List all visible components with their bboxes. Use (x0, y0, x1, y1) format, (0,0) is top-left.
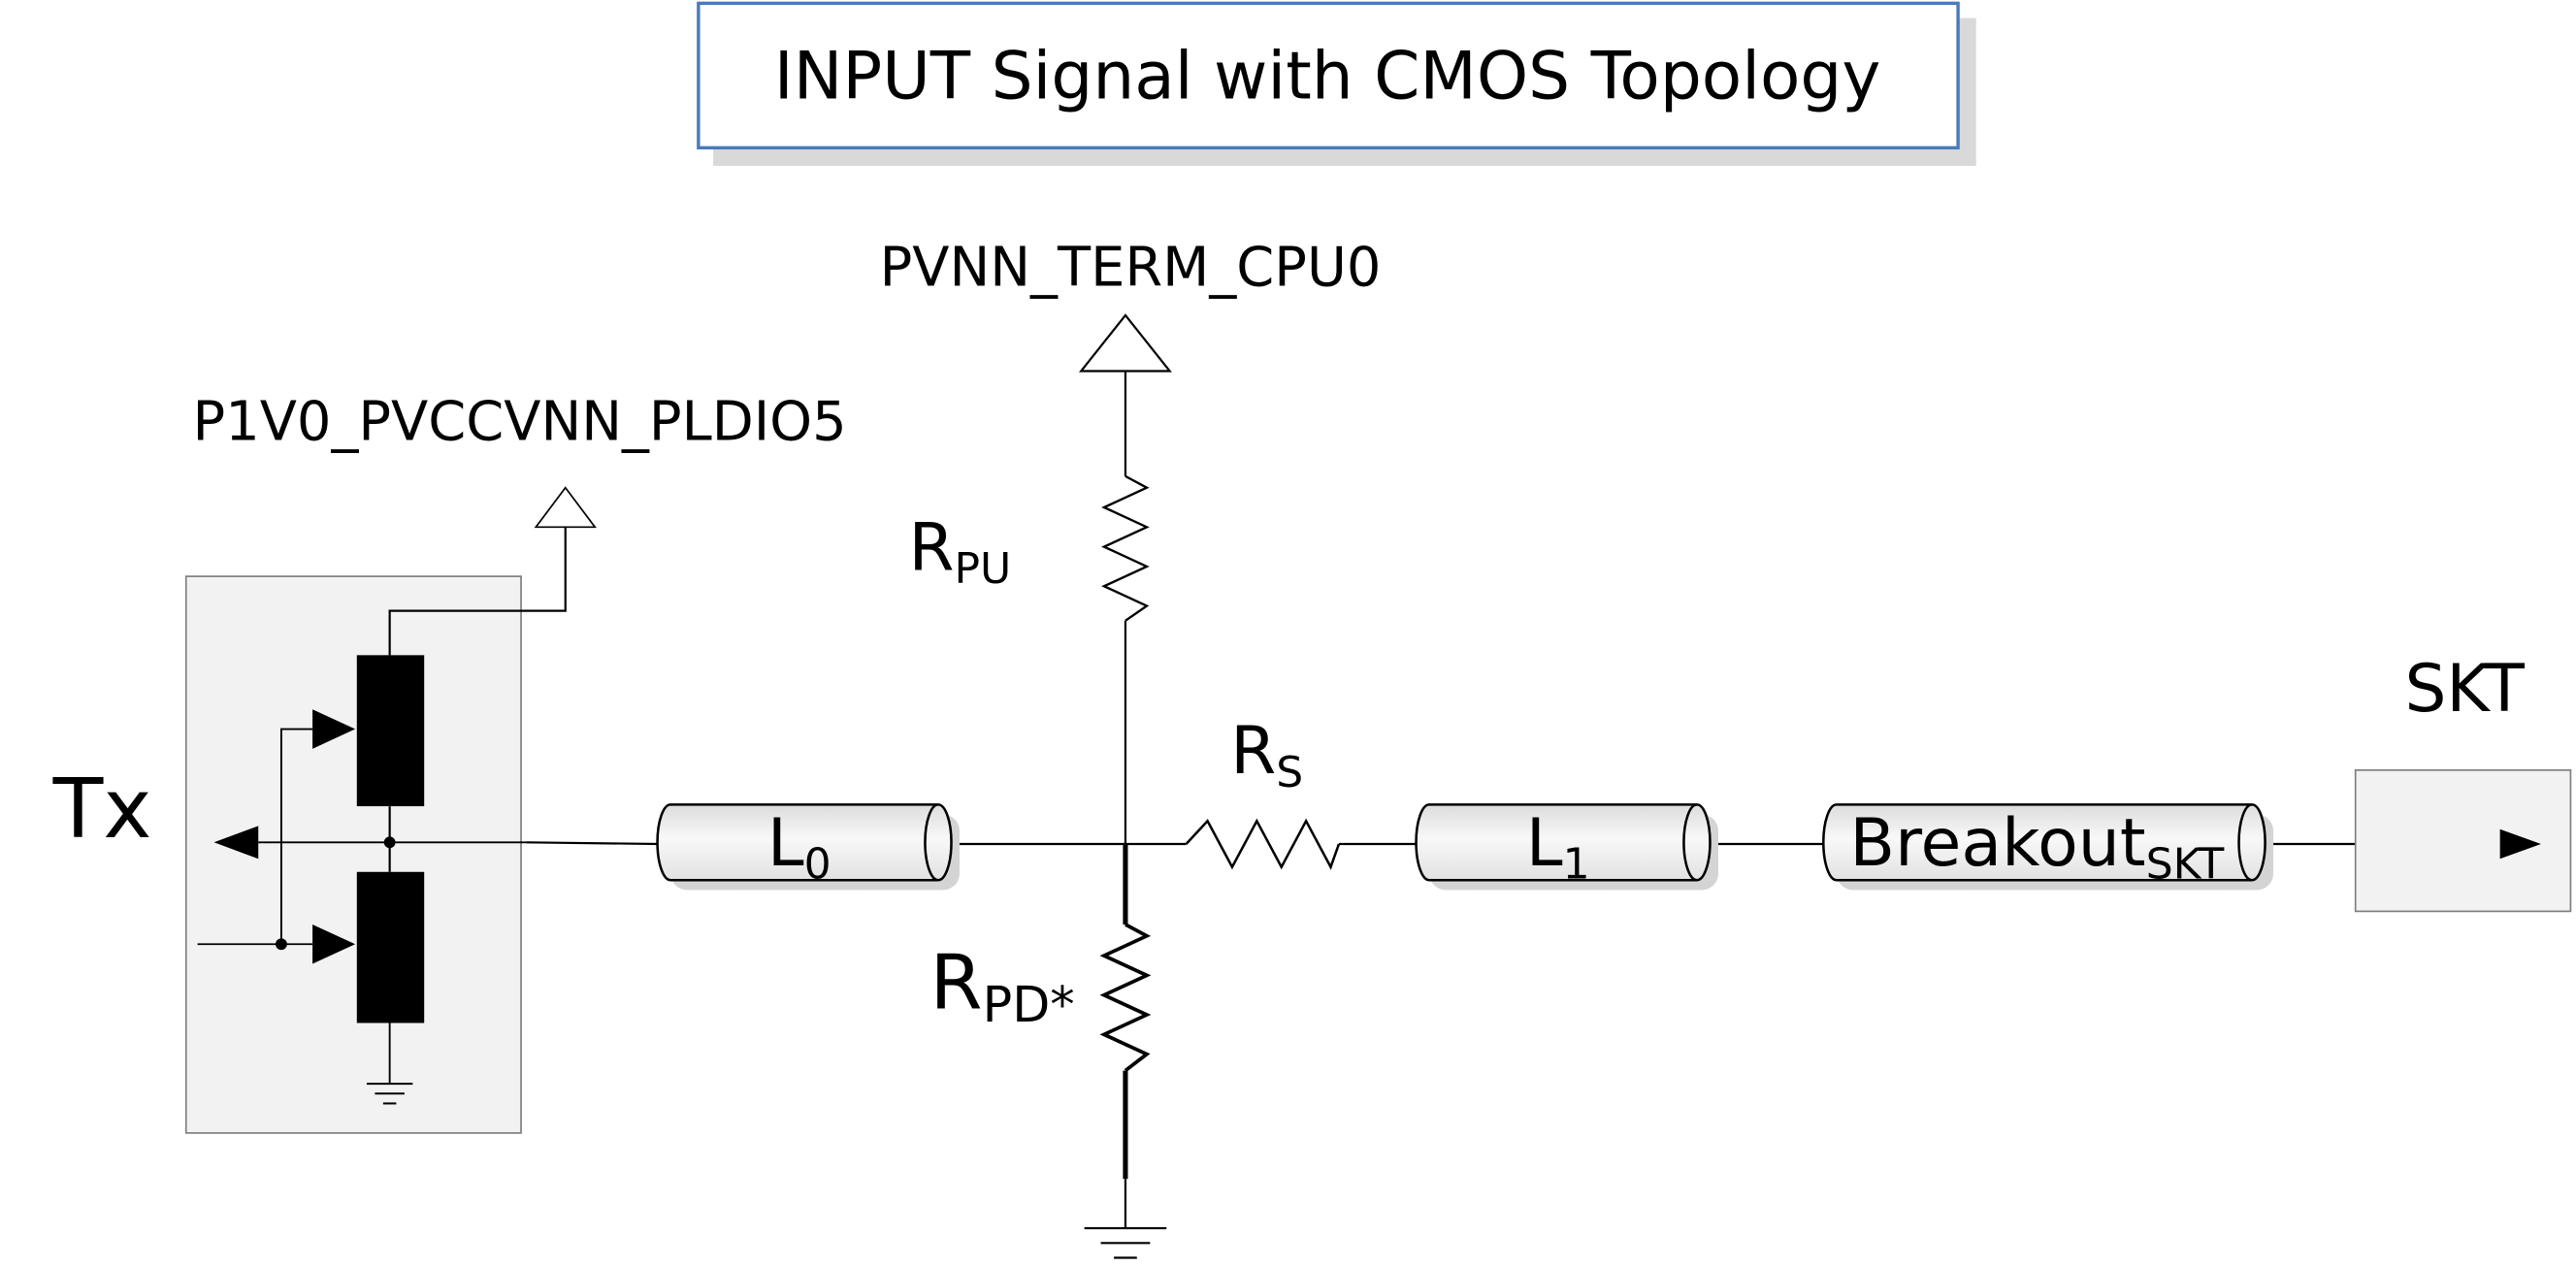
nmos-gate-arrow-icon (312, 924, 356, 964)
title-frame (697, 1, 1960, 150)
pull-up-zigzag-icon (1101, 474, 1150, 622)
skt-receiver: SKT (2354, 650, 2572, 913)
skt-frame (2354, 768, 2572, 913)
pull-up-resistor: RPU (909, 474, 1150, 844)
tline-l0: L0 (656, 803, 960, 891)
tline-l0-label: L0 (767, 804, 831, 890)
pull-down-ground-icon (1084, 1226, 1167, 1259)
tline-l1-label: L1 (1526, 804, 1590, 890)
tline-l1: L1 (1415, 803, 1718, 891)
driver-supply: P1V0_PVCCVNN_PLDIO5 (193, 391, 847, 529)
tx-driver-block (184, 527, 567, 1134)
gate-junction-dot (276, 938, 287, 951)
driver-supply-arrow-icon (534, 486, 597, 529)
skt-input-arrow-icon (2499, 828, 2541, 860)
series-label: RS (1230, 712, 1303, 797)
gate-drive-wire (280, 728, 313, 945)
pmos-gate-arrow-icon (312, 709, 356, 749)
pull-up-label: RPU (909, 508, 1012, 594)
title-box: INPUT Signal with CMOS Topology (697, 1, 1976, 166)
pull-down-zigzag-icon (1099, 923, 1152, 1073)
wire-tx-to-l0 (526, 841, 660, 846)
driver-supply-label: P1V0_PVCCVNN_PLDIO5 (193, 391, 847, 454)
tx-output-arrow-icon (213, 826, 259, 860)
skt-label: SKT (2404, 650, 2525, 727)
tline-breakout-label: BreakoutSKT (1849, 804, 2224, 890)
pull-down-resistor: RPD* (930, 844, 1167, 1259)
term-supply-arrow-icon (1078, 313, 1172, 373)
driver-ground-icon (366, 1083, 413, 1105)
series-resistor: RS (1185, 712, 1341, 870)
tline-breakout: BreakoutSKT (1822, 803, 2274, 891)
diagram-title: INPUT Signal with CMOS Topology (774, 38, 1881, 114)
nmos-transistor-icon (356, 871, 425, 1023)
pmos-transistor-icon (356, 655, 425, 807)
tx-driver-frame (184, 575, 522, 1134)
series-zigzag-icon (1185, 818, 1341, 870)
term-supply: PVNN_TERM_CPU0 (880, 237, 1382, 476)
pull-down-label: RPD* (930, 939, 1075, 1033)
tx-label: Tx (52, 761, 152, 857)
output-junction-dot (383, 836, 396, 849)
term-supply-label: PVNN_TERM_CPU0 (880, 237, 1382, 300)
driver-supply-wire (388, 527, 567, 656)
